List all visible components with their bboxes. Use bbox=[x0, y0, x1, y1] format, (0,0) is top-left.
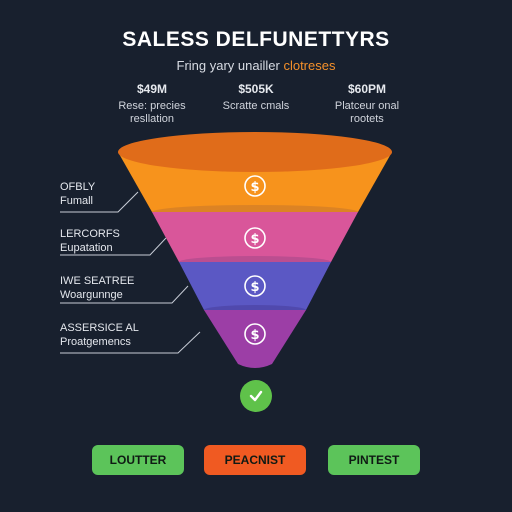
stage-label-4: ASSERSICE AL Proatgemencs bbox=[60, 321, 139, 349]
stage-label-line1: OFBLY bbox=[60, 181, 96, 193]
stat-center: $505K Scratte cmals bbox=[186, 82, 326, 113]
dollar-icon: $ bbox=[244, 175, 266, 197]
dollar-icon: $ bbox=[244, 227, 266, 249]
subtitle-main: Fring yary unailler bbox=[176, 58, 284, 73]
stat-value: $60PM bbox=[347, 82, 387, 96]
svg-text:$: $ bbox=[250, 232, 259, 247]
stage-label-line2: Fumall bbox=[60, 195, 94, 207]
page-title: SALESS DELFUNETTYRS bbox=[122, 28, 390, 51]
stage-label-line2: Woargunnge bbox=[60, 289, 123, 301]
stage-label-line2: Eupatation bbox=[60, 242, 113, 254]
stat-left: $49M Rese: precies resllation bbox=[82, 82, 222, 126]
connector-line bbox=[60, 285, 189, 304]
stage-label-line1: LERCORFS bbox=[60, 228, 120, 240]
svg-text:$: $ bbox=[250, 280, 259, 295]
loutter-button[interactable]: LOUTTER bbox=[92, 445, 184, 475]
stat-right: $60PM Platceur onal rootets bbox=[297, 82, 437, 126]
stage-label-line1: ASSERSICE AL bbox=[60, 322, 139, 334]
funnel-stage-4 bbox=[204, 310, 306, 368]
stat-value: $49M bbox=[136, 82, 168, 96]
funnel-stage-3 bbox=[179, 262, 331, 310]
funnel-rim bbox=[118, 132, 392, 172]
connector-line bbox=[60, 191, 139, 213]
stage-label-3: IWE SEATREE Woargunnge bbox=[60, 274, 134, 302]
page-subtitle: Fring yary unailler clotreses bbox=[0, 58, 512, 73]
connector-line bbox=[60, 331, 201, 354]
stat-desc-line1: Scratte cmals bbox=[222, 100, 290, 112]
connector-line bbox=[60, 237, 167, 256]
svg-text:$: $ bbox=[250, 180, 259, 195]
dollar-icon: $ bbox=[244, 275, 266, 297]
svg-text:$: $ bbox=[250, 328, 259, 343]
subtitle-accent: clotreses bbox=[283, 58, 336, 73]
stage-label-line1: IWE SEATREE bbox=[60, 275, 135, 287]
stat-value: $505K bbox=[238, 82, 274, 96]
stage-label-line2: Proatgemencs bbox=[60, 336, 131, 348]
stage-label-1: OFBLY Fumall bbox=[60, 180, 95, 208]
pintest-button[interactable]: PINTEST bbox=[328, 445, 420, 475]
funnel-stage-2 bbox=[152, 212, 358, 262]
check-icon bbox=[240, 380, 272, 412]
stat-desc-line1: Platceur onal bbox=[334, 100, 400, 112]
stat-desc-line2: rootets bbox=[350, 113, 384, 125]
dollar-icon: $ bbox=[244, 323, 266, 345]
stat-desc-line1: Rese: precies bbox=[118, 100, 186, 112]
stage-label-2: LERCORFS Eupatation bbox=[60, 227, 120, 255]
peacnist-button[interactable]: PEACNIST bbox=[204, 445, 306, 475]
stat-desc-line2: resllation bbox=[129, 113, 175, 125]
